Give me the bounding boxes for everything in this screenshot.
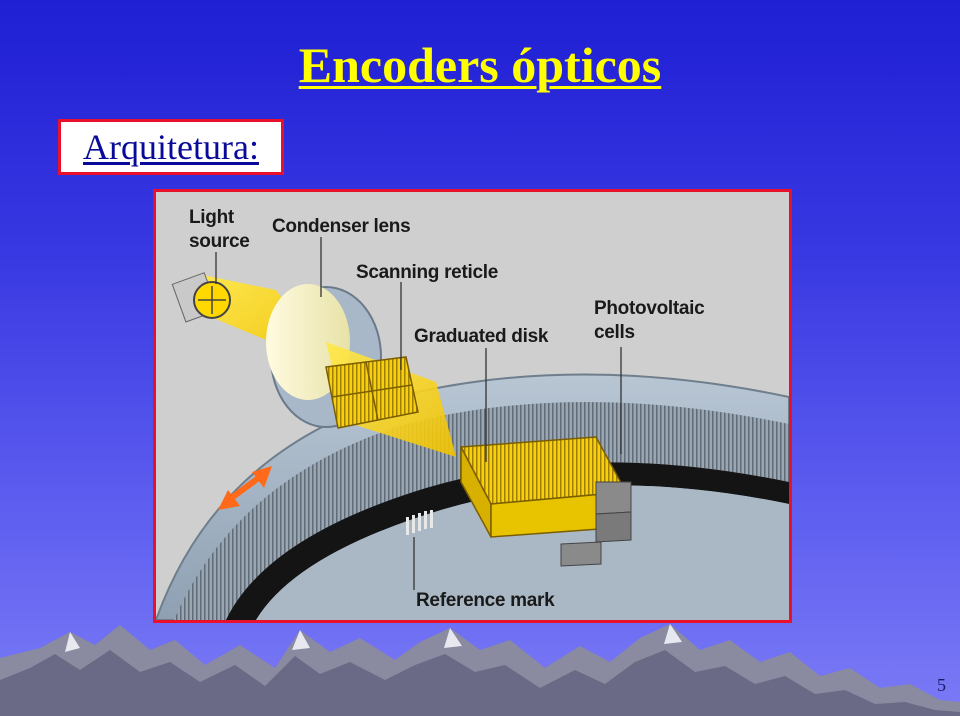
leader-lines <box>215 237 622 590</box>
page-number: 5 <box>937 675 946 695</box>
encoder-diagram: Light source Condenser lens Scanning ret… <box>153 189 792 623</box>
rotation-arrow-icon <box>218 466 272 510</box>
scanning-reticle-shape <box>325 356 419 429</box>
mountain-range-decoration <box>0 624 960 716</box>
encoder-illustration: Light source Condenser lens Scanning ret… <box>156 207 789 620</box>
reference-mark-ticks <box>406 510 433 535</box>
label-photovoltaic-2: cells <box>594 322 635 343</box>
photovoltaic-cells-shape <box>459 436 632 567</box>
label-photovoltaic-1: Photovoltaic <box>594 298 705 319</box>
label-light-source-2: source <box>189 231 250 252</box>
label-light-source-1: Light <box>189 207 235 228</box>
label-condenser-lens: Condenser lens <box>272 216 410 237</box>
label-reference-mark: Reference mark <box>416 590 555 611</box>
label-scanning-reticle: Scanning reticle <box>356 262 498 283</box>
label-graduated-disk: Graduated disk <box>414 326 549 347</box>
light-source-shape <box>171 272 231 323</box>
section-label: Arquitetura: <box>83 127 259 167</box>
graduated-track <box>174 402 789 620</box>
section-label-box: Arquitetura: <box>58 119 284 175</box>
slide-title: Encoders ópticos <box>298 37 662 93</box>
